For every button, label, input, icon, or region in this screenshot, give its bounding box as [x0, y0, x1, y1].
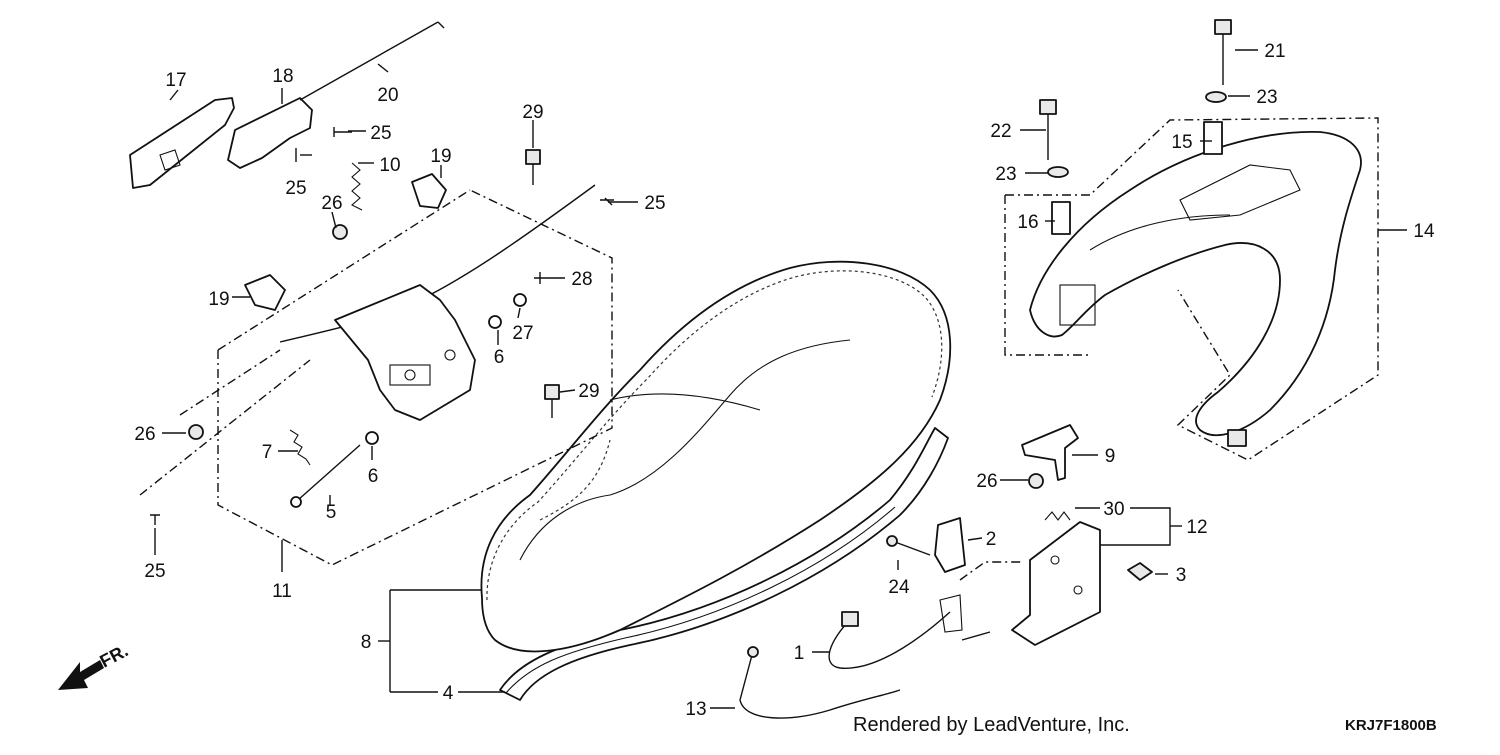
leader-lines — [154, 49, 1407, 709]
callout-13: 13 — [685, 699, 706, 720]
callout-16: 16 — [1017, 212, 1038, 233]
seat-assembly — [480, 260, 952, 701]
part-6-collar — [365, 431, 379, 445]
part-7-spring — [289, 429, 311, 466]
part-25-screw — [333, 127, 352, 137]
callout-10: 10 — [379, 155, 400, 176]
part-13-cable — [739, 654, 901, 719]
callout-25: 25 — [370, 123, 391, 144]
callout-8: 8 — [361, 632, 372, 653]
callout-29: 29 — [522, 102, 543, 123]
callout-22: 22 — [990, 121, 1011, 142]
callout-25: 25 — [285, 178, 306, 199]
part-21-bolt — [1214, 19, 1232, 35]
part-23-washer — [1047, 166, 1069, 178]
part-20-rod — [299, 21, 439, 101]
seat-gasket — [499, 427, 949, 701]
callout-labels: 17 18 20 25 25 10 19 26 29 25 19 28 27 6… — [134, 41, 1435, 720]
callout-20: 20 — [377, 85, 398, 106]
callout-29: 29 — [578, 381, 599, 402]
callout-26: 26 — [976, 471, 997, 492]
callout-24: 24 — [888, 577, 910, 598]
part-18-lid — [227, 97, 313, 169]
latch-group — [739, 424, 1153, 719]
diagram-code: KRJ7F1800B — [1345, 717, 1437, 734]
seat-cushion — [480, 260, 952, 653]
footer: Rendered by LeadVenture, Inc. KRJ7F1800B — [853, 714, 1437, 736]
part-27-collar — [513, 293, 527, 307]
part-29-bolt — [525, 149, 541, 165]
callout-26: 26 — [321, 193, 342, 214]
part-26-nut — [188, 424, 204, 440]
front-direction-marker: FR. — [58, 640, 131, 690]
part-25-screw — [150, 514, 160, 525]
callout-5: 5 — [326, 502, 337, 523]
callout-25: 25 — [644, 193, 665, 214]
part-10-spring — [351, 162, 363, 211]
part-23-washer — [1205, 91, 1227, 103]
callout-18: 18 — [272, 66, 293, 87]
part-1-cable — [828, 611, 951, 669]
callout-2: 2 — [986, 529, 997, 550]
part-22-bolt — [1039, 99, 1057, 115]
callout-6: 6 — [494, 347, 505, 368]
cover-parts — [129, 21, 445, 189]
part-19-right — [411, 173, 447, 209]
part-26-nut — [1028, 473, 1044, 489]
part-24-bolt — [894, 541, 931, 556]
callout-12: 12 — [1186, 517, 1207, 538]
callout-9: 9 — [1105, 446, 1116, 467]
callout-27: 27 — [512, 323, 533, 344]
part-19-left — [244, 274, 286, 311]
grab-rail-group — [1004, 19, 1379, 461]
callout-30: 30 — [1103, 499, 1124, 520]
callout-6: 6 — [368, 466, 379, 487]
callout-1: 1 — [794, 643, 805, 664]
part-29-bolt — [544, 384, 560, 400]
part-17-cover — [129, 97, 235, 189]
callout-28: 28 — [571, 269, 592, 290]
callout-11: 11 — [272, 581, 292, 602]
part-26-nut — [332, 224, 348, 240]
part-5-rod — [297, 444, 361, 501]
part-3-clip — [1127, 562, 1153, 581]
callout-3: 3 — [1176, 565, 1187, 586]
part-6-collar — [488, 315, 502, 329]
callout-23: 23 — [995, 164, 1016, 185]
callout-21: 21 — [1264, 41, 1285, 62]
callout-19: 19 — [208, 289, 229, 310]
credit-text: Rendered by LeadVenture, Inc. — [853, 714, 1130, 736]
front-arrow-icon — [58, 660, 104, 690]
part-15-collar — [1203, 121, 1223, 155]
callout-4: 4 — [443, 683, 454, 704]
part-30-spring — [1044, 511, 1071, 521]
callout-23: 23 — [1256, 87, 1277, 108]
part-12-plate — [1011, 521, 1101, 646]
callout-7: 7 — [262, 442, 273, 463]
part-9-stay — [1021, 424, 1079, 481]
lock-bracket — [334, 284, 476, 421]
callout-19: 19 — [430, 146, 451, 167]
callout-15: 15 — [1171, 132, 1192, 153]
part-2-lock — [934, 517, 966, 573]
callout-17: 17 — [165, 70, 186, 91]
callout-25: 25 — [144, 561, 165, 582]
seat-lock-bracket-group — [139, 127, 614, 566]
callout-14: 14 — [1413, 221, 1435, 242]
part-16-collar — [1051, 201, 1071, 235]
callout-26: 26 — [134, 424, 155, 445]
grab-rail — [1029, 130, 1362, 437]
